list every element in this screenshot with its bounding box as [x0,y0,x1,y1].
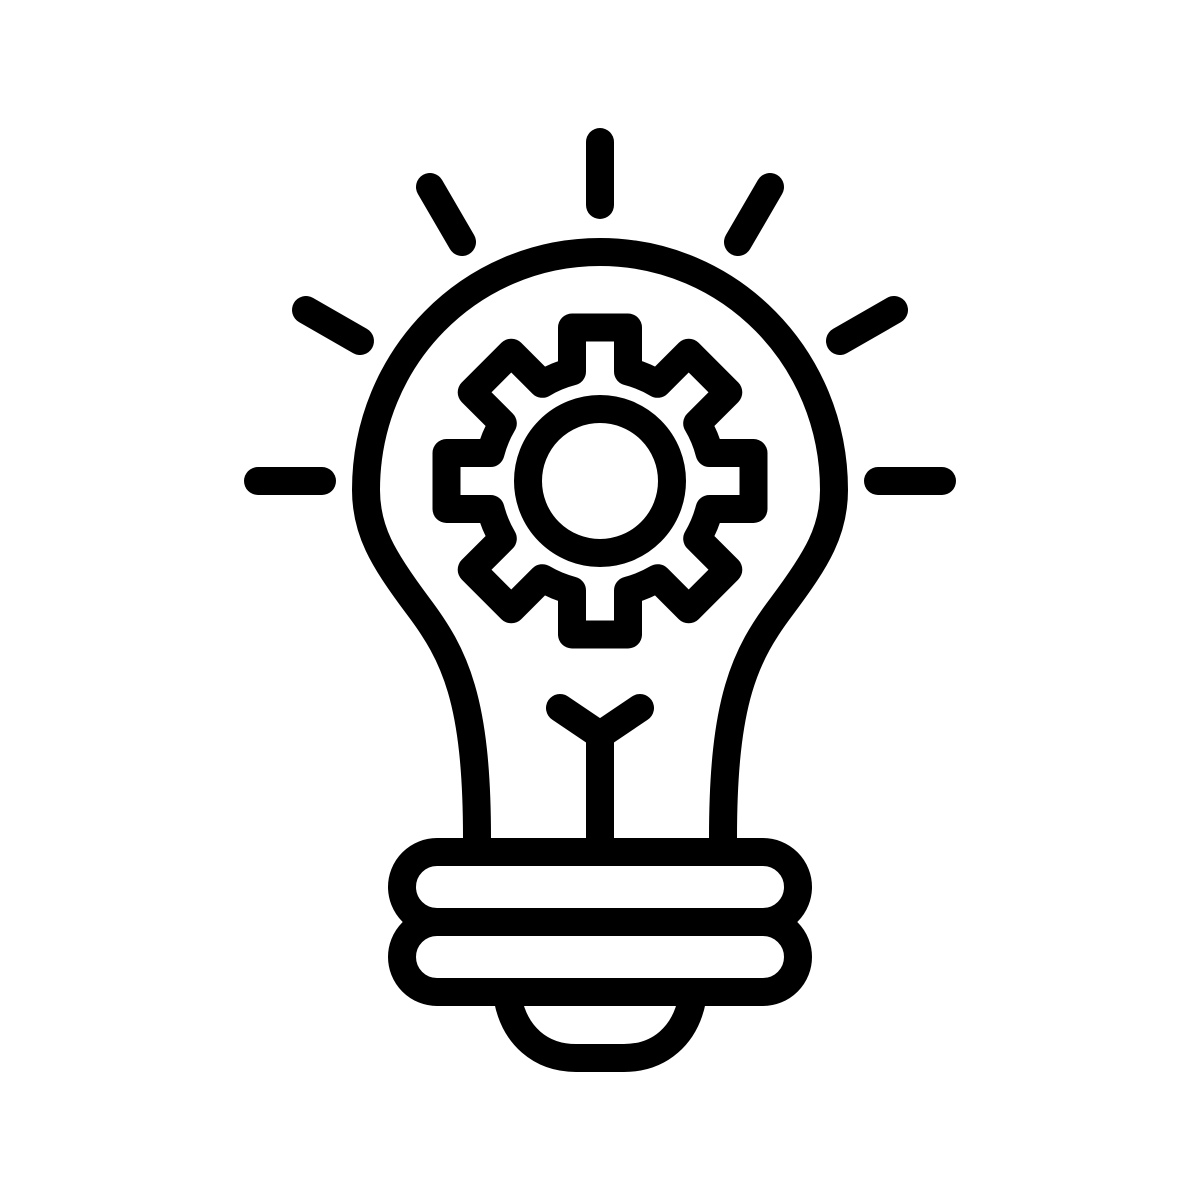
ray-mid-right [826,296,908,355]
base-ring-2 [388,908,812,1006]
ray-upper-left [416,173,476,256]
base-cap [494,986,706,1072]
filament-fork [546,694,654,749]
ray-upper-right [724,173,784,256]
bulb-glass [352,238,848,852]
gear [432,313,768,649]
ray-mid-left [292,296,374,355]
gear-teeth [432,313,768,649]
filament [546,694,654,852]
gear-hub [514,395,686,567]
light-rays [244,128,956,495]
screw-base [388,838,812,1006]
